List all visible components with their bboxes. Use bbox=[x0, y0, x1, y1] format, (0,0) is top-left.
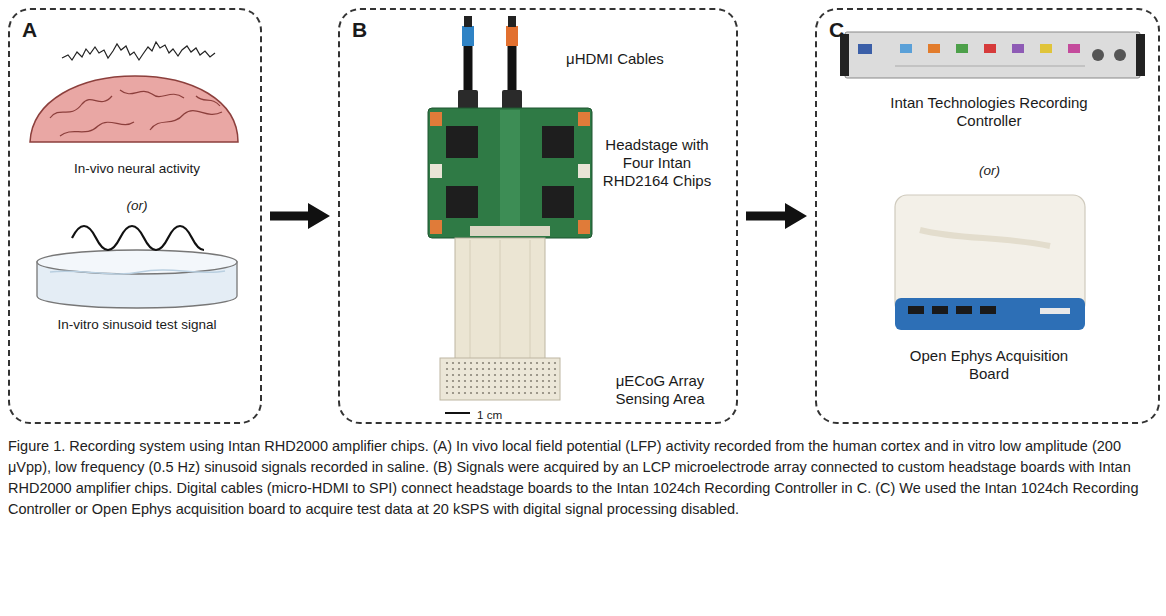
neural-trace bbox=[62, 42, 215, 60]
hdmi-cables bbox=[458, 16, 522, 110]
sinusoid-signal bbox=[72, 226, 204, 250]
headstage-board-part bbox=[430, 164, 442, 178]
ecog-array-part bbox=[442, 360, 558, 398]
ecog-array-part bbox=[500, 240, 501, 358]
hdmi-cables-part bbox=[462, 26, 474, 46]
recording-controller-part bbox=[1068, 44, 1080, 53]
recording-controller bbox=[840, 32, 1145, 78]
part-label: μHDMI Cables bbox=[566, 50, 664, 68]
figure-caption: Figure 1. Recording system using Intan R… bbox=[8, 436, 1158, 520]
acquisition-board-part bbox=[1040, 308, 1070, 314]
hdmi-cables-part bbox=[502, 90, 522, 110]
hdmi-cables-part bbox=[506, 26, 518, 46]
panel: C Intan Technologies Recording Controller… bbox=[815, 8, 1160, 424]
headstage-board-part bbox=[542, 186, 574, 218]
panel-letter: A bbox=[22, 18, 37, 42]
panel-letter: B bbox=[352, 18, 367, 42]
flow-arrow bbox=[746, 203, 807, 229]
sinusoid-signal-part bbox=[72, 226, 204, 250]
recording-controller-part bbox=[1092, 49, 1104, 61]
scale-label: 1 cm bbox=[477, 407, 502, 423]
headstage-board-part bbox=[446, 186, 478, 218]
acquisition-board-part bbox=[895, 298, 1085, 330]
flow-arrow bbox=[270, 203, 330, 229]
acquisition-board-part bbox=[980, 306, 996, 314]
recording-controller-part bbox=[845, 32, 1140, 78]
ecog-array-part bbox=[455, 238, 545, 360]
hdmi-cables-part bbox=[508, 16, 516, 27]
acquisition-board-part bbox=[920, 230, 1050, 246]
scale-bar-part bbox=[445, 412, 470, 414]
headstage-board-part bbox=[500, 110, 520, 236]
headstage-board-part bbox=[578, 220, 590, 234]
panel-label: In-vivo neural activity bbox=[10, 160, 264, 178]
headstage-board-part bbox=[428, 108, 592, 238]
headstage-board-part bbox=[446, 126, 478, 158]
recording-controller-part bbox=[895, 66, 1085, 67]
saline-dish bbox=[37, 250, 237, 308]
hdmi-cables-part bbox=[464, 16, 472, 27]
panel: BμHDMI CablesHeadstage with Four Intan R… bbox=[338, 8, 738, 424]
scale-bar bbox=[445, 413, 470, 414]
acquisition-board-part bbox=[932, 306, 948, 314]
device-label: Intan Technologies Recording Controller bbox=[889, 94, 1089, 130]
recording-controller-part bbox=[1040, 44, 1052, 53]
recording-controller-part bbox=[1136, 34, 1145, 76]
part-label: Headstage with Four Intan RHD2164 Chips bbox=[598, 136, 716, 190]
ecog-array-part bbox=[530, 240, 531, 358]
panel-letter: C bbox=[829, 18, 844, 42]
acquisition-board bbox=[895, 195, 1085, 330]
brain-illustration bbox=[30, 76, 238, 142]
acquisition-board-part bbox=[895, 195, 1085, 315]
or-label: (or) bbox=[10, 197, 264, 215]
brain-illustration-part bbox=[196, 96, 220, 106]
neural-trace-part bbox=[62, 42, 215, 60]
ecog-array-part bbox=[440, 358, 560, 400]
recording-controller-part bbox=[984, 44, 996, 53]
headstage-board-part bbox=[470, 226, 550, 236]
recording-controller-part bbox=[928, 44, 940, 53]
headstage-board-part bbox=[430, 112, 442, 126]
headstage-board-part bbox=[578, 112, 590, 126]
brain-illustration-part bbox=[150, 111, 222, 130]
panel: A In-vivo neural activity (or) In-vitro sin… bbox=[8, 8, 262, 424]
headstage-board bbox=[428, 108, 592, 238]
recording-controller-part bbox=[1012, 44, 1024, 53]
ecog-array bbox=[440, 238, 560, 400]
device-label: Open Ephys Acquisition Board bbox=[899, 347, 1079, 383]
saline-dish-part bbox=[50, 270, 225, 274]
headstage-board-part bbox=[578, 164, 590, 178]
brain-illustration-part bbox=[50, 96, 112, 118]
recording-controller-part bbox=[1114, 49, 1126, 61]
headstage-board-part bbox=[542, 126, 574, 158]
hdmi-cables-part bbox=[458, 90, 478, 110]
panel-label: In-vitro sinusoid test signal bbox=[10, 316, 264, 334]
ecog-array-part bbox=[470, 240, 471, 358]
acquisition-board-part bbox=[908, 306, 924, 314]
recording-controller-part bbox=[956, 44, 968, 53]
acquisition-board-part bbox=[956, 306, 972, 314]
headstage-board-part bbox=[430, 220, 442, 234]
brain-illustration-part bbox=[60, 122, 134, 136]
recording-controller-part bbox=[900, 44, 912, 53]
brain-illustration-part bbox=[30, 76, 238, 142]
brain-illustration-part bbox=[120, 90, 184, 98]
recording-controller-part bbox=[858, 44, 872, 54]
saline-dish-part bbox=[37, 250, 237, 274]
or-label: (or) bbox=[817, 162, 1162, 180]
part-label: μECoG Array Sensing Area bbox=[590, 372, 730, 408]
